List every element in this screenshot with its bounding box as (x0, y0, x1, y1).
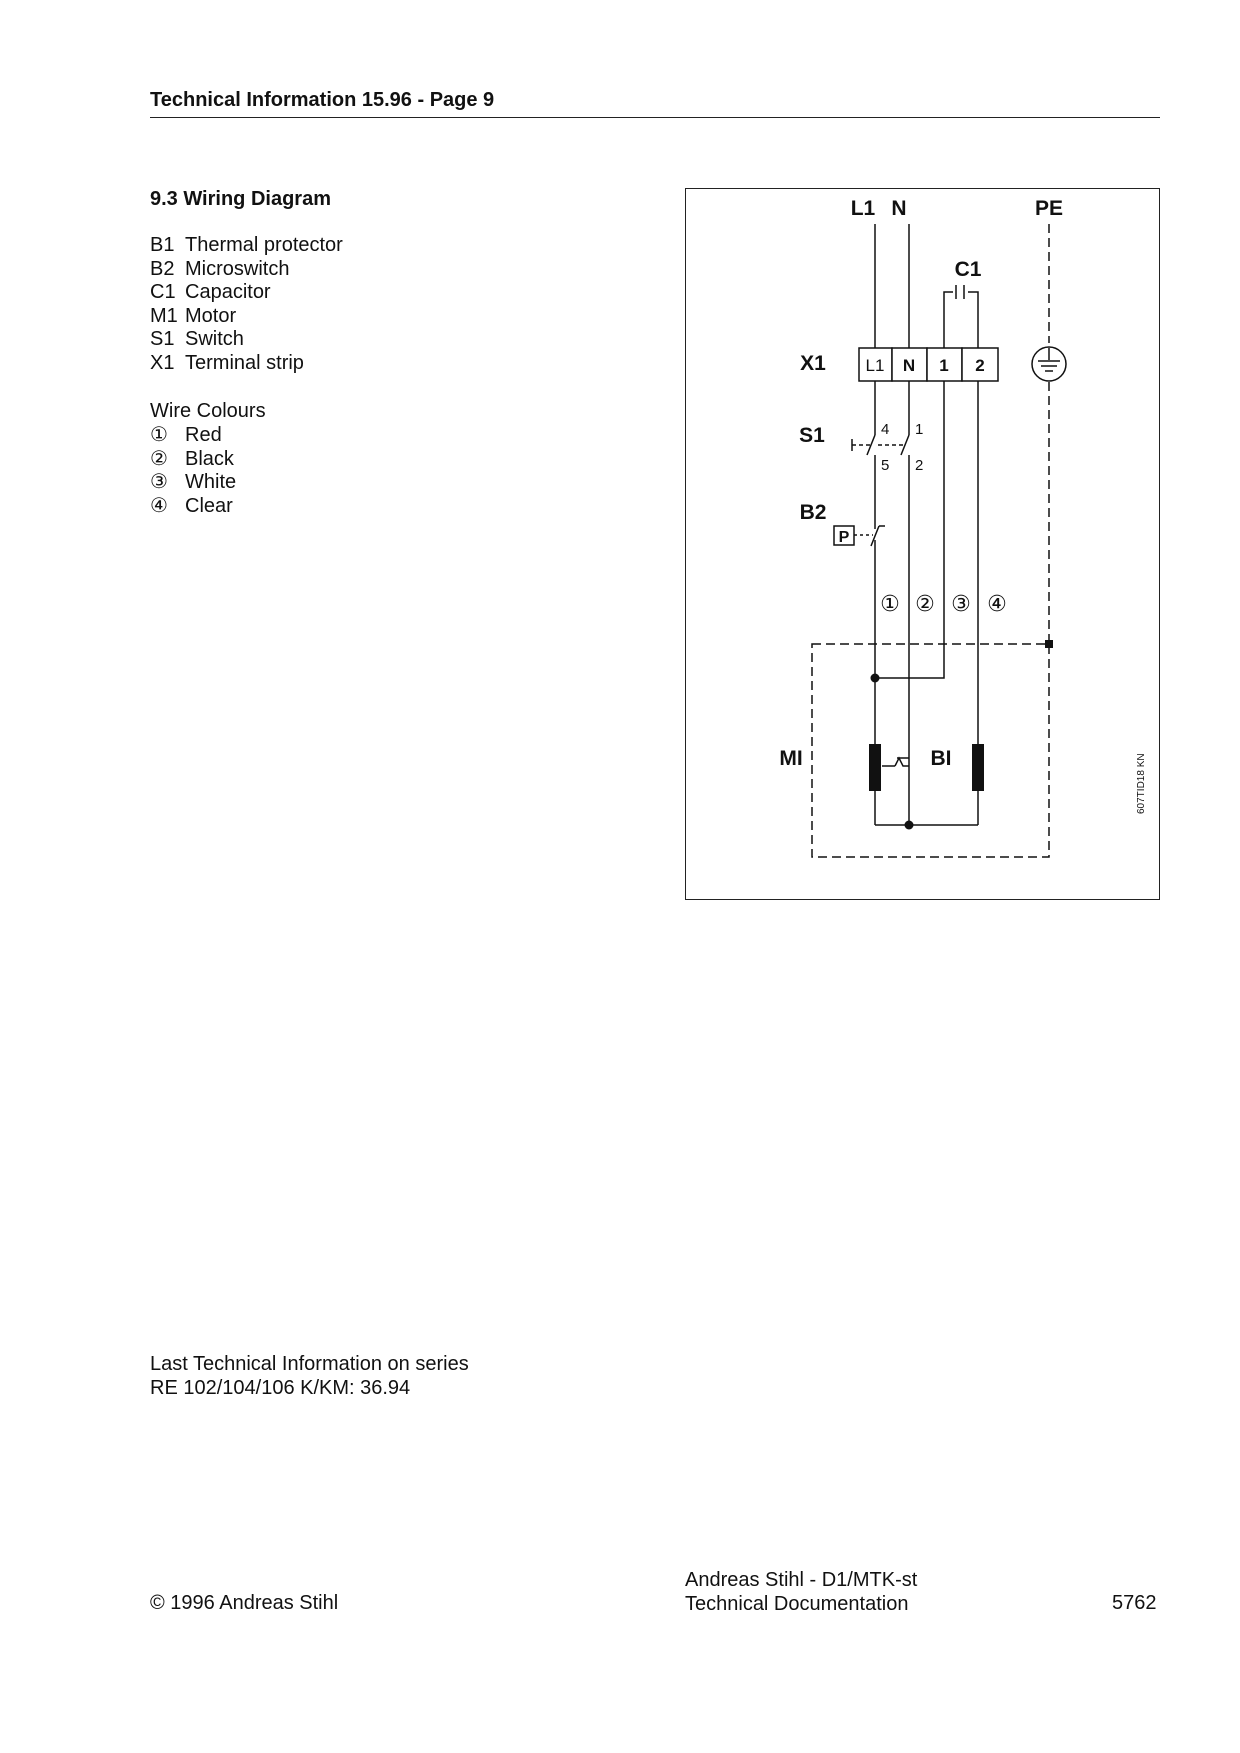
label-pe: PE (1035, 197, 1063, 220)
footer-copyright: © 1996 Andreas Stihl (150, 1592, 339, 1614)
header-title: Technical Information 15.96 - Page 9 (150, 89, 495, 111)
wire-colour-label: Red (185, 424, 222, 446)
wire-marker: ① (880, 591, 900, 616)
diagram-ref-code: 607TID18 KN (1136, 753, 1147, 814)
motor-coil (869, 744, 881, 791)
footer-page-code: 5762 (1112, 1592, 1157, 1614)
wire-colour-item: ④ Clear (150, 495, 236, 519)
junction-dot (1045, 640, 1053, 648)
motor-coil (972, 744, 984, 791)
label-c1: C1 (955, 258, 982, 281)
legend-item: X1 Terminal strip (150, 352, 343, 376)
header-rule (150, 117, 1160, 118)
legend-label: Microswitch (185, 257, 290, 280)
wire-colours-list: ① Red ② Black ③ White ④ Clear (150, 424, 236, 518)
wiring-diagram: L1 N PE C1 X1 S1 B2 MI BI (779, 197, 1147, 858)
s1-contact-label: 1 (915, 421, 923, 438)
terminal-label: N (903, 356, 915, 375)
wire-colours-heading: Wire Colours (150, 400, 266, 422)
legend-code: X1 (150, 351, 175, 374)
diagram-frame (685, 188, 1160, 900)
legend-item: S1 Switch (150, 328, 343, 352)
terminal-label: 2 (975, 356, 984, 375)
s1-contact-label: 5 (881, 457, 889, 474)
section-title: 9.3 Wiring Diagram (150, 188, 331, 210)
legend-item: B2 Microswitch (150, 258, 343, 282)
wire-colour-item: ① Red (150, 424, 236, 448)
terminal-label: 1 (939, 356, 948, 375)
b2-p-label: P (839, 529, 850, 546)
legend-code: S1 (150, 328, 175, 351)
legend-code: B1 (150, 234, 175, 256)
label-b2: B2 (800, 501, 827, 524)
junction-dot (870, 673, 880, 683)
series-note: Last Technical Information on series RE … (150, 1352, 469, 1400)
wire-symbol: ③ (150, 471, 168, 494)
wire-colour-item: ② Black (150, 448, 236, 472)
wire-colour-label: Clear (185, 494, 233, 517)
footer-department-line: Andreas Stihl - D1/MTK-st (685, 1569, 918, 1591)
s1-contact-label: 2 (915, 457, 923, 474)
label-x1: X1 (800, 352, 826, 375)
wire-marker: ② (915, 591, 935, 616)
label-mi: MI (779, 747, 802, 770)
legend-label: Switch (185, 328, 244, 351)
legend-code: C1 (150, 281, 176, 304)
wire-marker: ④ (987, 591, 1007, 616)
series-note-line: Last Technical Information on series (150, 1353, 469, 1375)
label-l1: L1 (851, 197, 876, 220)
legend-item: M1 Motor (150, 305, 343, 329)
switch-s1 (851, 434, 910, 456)
legend-label: Thermal protector (185, 234, 343, 256)
wire-colour-label: Black (185, 447, 234, 470)
series-note-line: RE 102/104/106 K/KM: 36.94 (150, 1377, 411, 1399)
footer-department: Andreas Stihl - D1/MTK-st Technical Docu… (685, 1568, 917, 1616)
s1-contact-label: 4 (881, 421, 889, 438)
wire-symbol: ② (150, 447, 168, 470)
earth-ground-icon (1031, 346, 1067, 382)
legend-label: Capacitor (185, 281, 271, 304)
legend-label: Terminal strip (185, 351, 304, 374)
wire-symbol: ① (150, 424, 168, 446)
legend-item: C1 Capacitor (150, 281, 343, 305)
label-s1: S1 (799, 424, 825, 447)
motor-enclosure (811, 643, 1050, 858)
legend-code: B2 (150, 257, 175, 280)
wire-symbol: ④ (150, 494, 168, 517)
microswitch-b2: P (833, 525, 885, 547)
wire-colour-item: ③ White (150, 471, 236, 495)
label-n: N (891, 197, 906, 220)
wire-colour-label: White (185, 471, 237, 494)
legend-label: Motor (185, 304, 237, 327)
legend-code: M1 (150, 304, 178, 327)
legend-item: B1 Thermal protector (150, 234, 343, 258)
wire-lines (874, 224, 979, 826)
wire-marker: ③ (951, 591, 971, 616)
junction-dot (904, 820, 914, 830)
terminal-label: L1 (866, 356, 885, 375)
label-bi: BI (931, 747, 952, 770)
footer-department-line: Technical Documentation (685, 1593, 909, 1615)
terminal-strip: L1 N 1 2 (858, 347, 999, 382)
component-legend: B1 Thermal protector B2 Microswitch C1 Capa… (150, 234, 343, 376)
